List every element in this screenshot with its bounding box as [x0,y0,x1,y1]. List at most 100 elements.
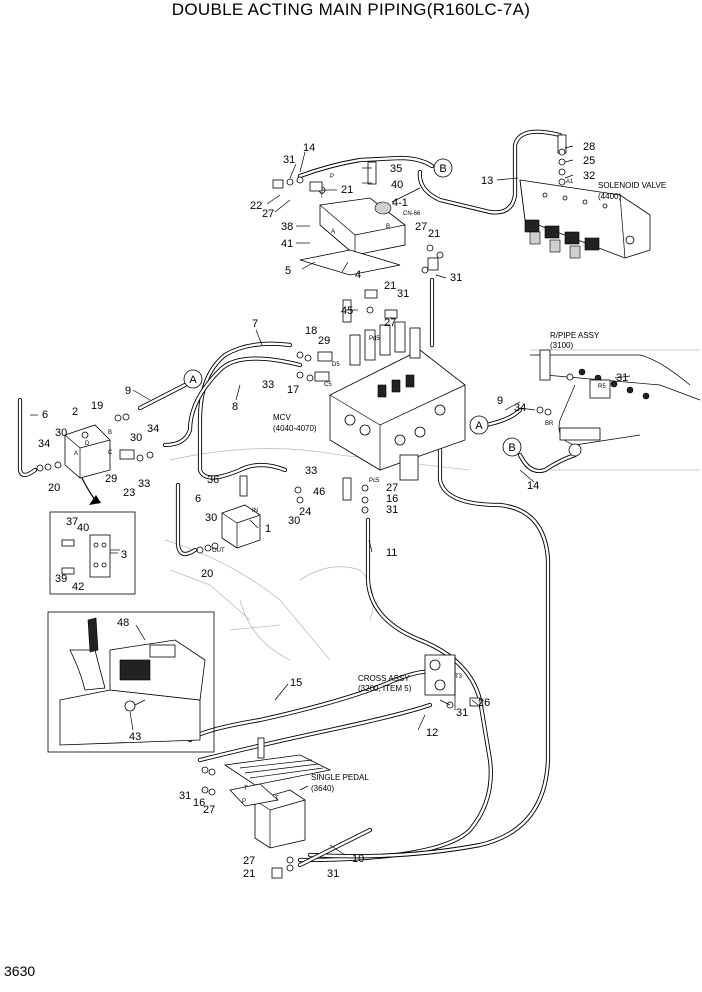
arrow-down-icon [81,477,101,505]
callout-27a: 27 [262,208,274,220]
port-pd5: Pd5 [369,336,380,342]
callout-27f: 27 [243,855,255,867]
callout-22: 22 [250,200,262,212]
callout-24: 24 [299,506,311,518]
callout-41: 41 [281,238,293,250]
callout-20b: 20 [201,568,213,580]
callout-26: 26 [478,697,490,709]
callout-31b: 31 [450,272,462,284]
port-a1: A1 [566,179,574,185]
solenoid-valve-ref: (4400) [598,192,621,201]
callout-2: 2 [72,406,78,418]
callout-36: 36 [207,474,219,486]
callout-27d: 27 [386,482,398,494]
callout-45: 45 [341,305,353,317]
callout-7: 7 [252,318,258,330]
cross-assy-ref: (3200, ITEM 5) [358,684,412,693]
port-t-sol: T [320,194,324,200]
single-pedal-ref: (3640) [311,784,334,793]
port-c-v: C [108,450,113,456]
callout-1: 1 [265,523,271,535]
port-a-blk: A [331,229,335,235]
callout-9b: 9 [497,395,503,407]
callout-31a: 31 [283,154,295,166]
connector-A2: A [469,415,489,435]
port-pc5: Pc5 [369,478,380,484]
cross-assy [424,654,481,710]
port-in: IN [252,508,258,514]
port-b-v: B [108,430,112,436]
svg-text:B: B [508,442,515,454]
callout-11: 11 [386,547,397,559]
svg-text:A: A [189,374,197,386]
callout-5: 5 [285,265,291,277]
callout-43: 43 [129,731,141,743]
callout-30a: 30 [55,427,67,439]
callout-10: 10 [352,853,364,865]
port-a-v: A [74,451,78,457]
cn66-label: CN-66 [403,211,421,217]
item-2-block [64,424,111,479]
callout-32: 32 [583,170,595,182]
callout-31c: 31 [397,288,409,300]
cross-assy-label: CROSS ASSY [358,674,410,683]
rpipe-ref: (3100) [550,341,573,350]
solenoid-valve [519,134,651,259]
callout-33b: 33 [138,478,150,490]
callout-30d: 30 [288,515,300,527]
callout-4: 4 [355,269,361,281]
callout-33c: 33 [305,465,317,477]
callout-34b: 34 [38,438,50,450]
callout-39: 39 [55,573,67,585]
leader-lines [30,145,631,856]
callout-27e: 27 [203,804,215,816]
block-4 [299,161,406,276]
port-labels: Pd5 D5 C5 Pc5 R5 BR A1 T3 P T A B OUT IN… [74,174,606,805]
svg-text:B: B [439,163,446,175]
callout-27b: 27 [415,221,427,233]
callout-31h: 31 [327,868,339,880]
callout-46: 46 [313,486,325,498]
callout-27c: 27 [384,317,396,329]
port-out: OUT [212,548,225,554]
mcv-block [329,299,466,501]
port-d5: D5 [332,362,340,368]
callout-6b: 6 [195,493,201,505]
callout-12: 12 [426,727,438,739]
rpipe-label: R/PIPE ASSY [550,331,600,340]
callout-48: 48 [117,617,129,629]
rpipe-assy [530,349,701,457]
page-number: 3630 [4,963,36,979]
item-1-valve [221,475,261,549]
mcv-ref: (4040-4070) [273,424,317,433]
callout-25: 25 [583,155,595,167]
callout-31f: 31 [456,707,468,719]
callout-30c: 30 [205,512,217,524]
callout-21b: 21 [428,228,440,240]
port-d-v: D [85,441,90,447]
callout-16b: 16 [193,797,205,809]
port-t-pedal-2: T [275,796,279,802]
port-t-pedal: T [244,786,248,792]
callout-23: 23 [123,487,135,499]
fittings [36,148,574,879]
callout-4-1: 4-1 [392,197,408,209]
connector-B1: B [433,158,453,178]
callout-37: 37 [66,516,78,528]
port-b-blk: B [386,224,390,230]
callout-17: 17 [287,384,299,396]
connector-A1: A [183,369,203,389]
mcv-label: MCV [273,413,291,422]
callout-numbers: 1 2 3 4 4-1 5 6 6 7 8 9 9 10 11 12 13 14… [38,141,628,880]
port-t3: T3 [455,674,463,680]
assembly-captions: SOLENOID VALVE (4400) MCV (4040-4070) R/… [273,181,666,793]
callout-19: 19 [91,400,103,412]
callout-6a: 6 [42,409,48,421]
callout-21d: 21 [243,868,255,880]
callout-40b: 40 [77,522,89,534]
callout-20a: 20 [48,482,60,494]
port-r5: R5 [598,384,606,390]
callout-9a: 9 [125,385,131,397]
port-br: BR [545,421,554,427]
